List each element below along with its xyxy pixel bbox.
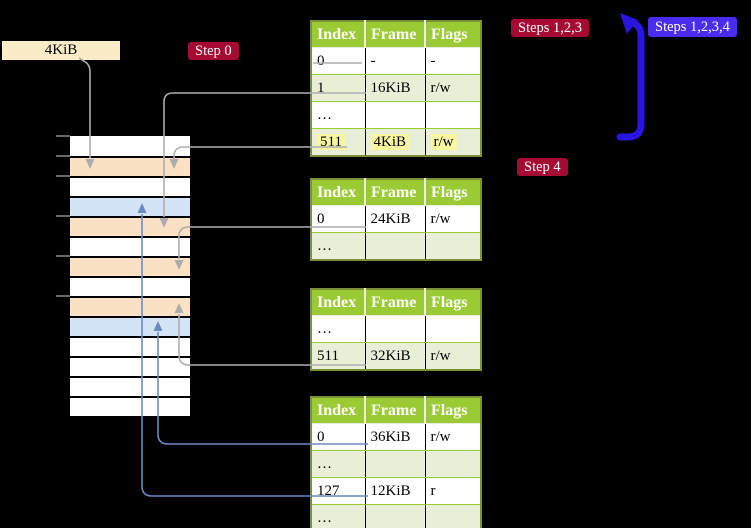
column-header: Flags <box>424 397 481 424</box>
column-header: Index <box>311 21 365 48</box>
page-table-level-4: Index Frame Flags 0 - - 1 16KiB r/w … 51… <box>310 20 482 157</box>
recursive-loop-arrowhead <box>620 13 638 34</box>
memory-row-table <box>70 296 190 316</box>
memory-row-page <box>70 196 190 216</box>
column-header: Frame <box>364 397 425 424</box>
column-header: Flags <box>424 289 481 316</box>
column-header: Index <box>311 397 365 424</box>
memory-row-page <box>70 316 190 336</box>
table-row: 127 12KiB r <box>311 477 481 505</box>
column-header: Frame <box>364 21 425 48</box>
table-header-row: Index Frame Flags <box>311 21 481 48</box>
memory-row-plain <box>70 136 190 156</box>
table-row: … <box>311 315 481 343</box>
memory-tick-marks <box>56 135 70 297</box>
table-row: 0 36KiB r/w <box>311 423 481 451</box>
table-header-row: Index Frame Flags <box>311 289 481 316</box>
step0-badge: Step 0 <box>188 42 239 60</box>
steps123-badge: Steps 1,2,3 <box>511 19 590 37</box>
memory-row-plain <box>70 356 190 376</box>
page-table-level-2: Index Frame Flags … 511 32KiB r/w <box>310 288 482 371</box>
table-row: … <box>311 232 481 261</box>
column-header: Flags <box>424 21 481 48</box>
highlighted-value: 511 <box>317 133 345 150</box>
cr3-address-box: 4KiB <box>2 41 120 60</box>
table-row: … <box>311 450 481 478</box>
step4-badge: Step 4 <box>517 158 568 176</box>
table-row: 0 - - <box>311 47 481 75</box>
table-header-row: Index Frame Flags <box>311 397 481 424</box>
highlighted-value: r/w <box>430 133 457 150</box>
column-header: Flags <box>424 179 481 206</box>
table-header-row: Index Frame Flags <box>311 179 481 206</box>
page-table-level-3: Index Frame Flags 0 24KiB r/w … <box>310 178 482 261</box>
column-header: Frame <box>364 179 425 206</box>
table-row: 1 16KiB r/w <box>311 74 481 102</box>
memory-row-plain <box>70 336 190 356</box>
column-header: Index <box>311 289 365 316</box>
recursive-loop-arrow <box>616 19 645 141</box>
column-header: Index <box>311 179 365 206</box>
memory-row-table <box>70 256 190 276</box>
memory-row-plain <box>70 236 190 256</box>
memory-row-plain <box>70 176 190 196</box>
memory-row-table <box>70 156 190 176</box>
table-row: … <box>311 101 481 129</box>
memory-row-plain <box>70 376 190 396</box>
table-row: 0 24KiB r/w <box>311 205 481 233</box>
table-row: 511 32KiB r/w <box>311 342 481 371</box>
memory-row-plain <box>70 276 190 296</box>
page-table-level-1: Index Frame Flags 0 36KiB r/w … 127 12Ki… <box>310 396 482 528</box>
table-row: … <box>311 504 481 528</box>
steps1234-badge: Steps 1,2,3,4 <box>648 17 737 37</box>
memory-row-plain <box>70 396 190 416</box>
table-row-recursive-entry: 511 4KiB r/w <box>311 128 481 157</box>
column-header: Frame <box>364 289 425 316</box>
memory-row-table <box>70 216 190 236</box>
highlighted-value: 4KiB <box>370 133 410 150</box>
physical-memory-column <box>70 136 190 416</box>
